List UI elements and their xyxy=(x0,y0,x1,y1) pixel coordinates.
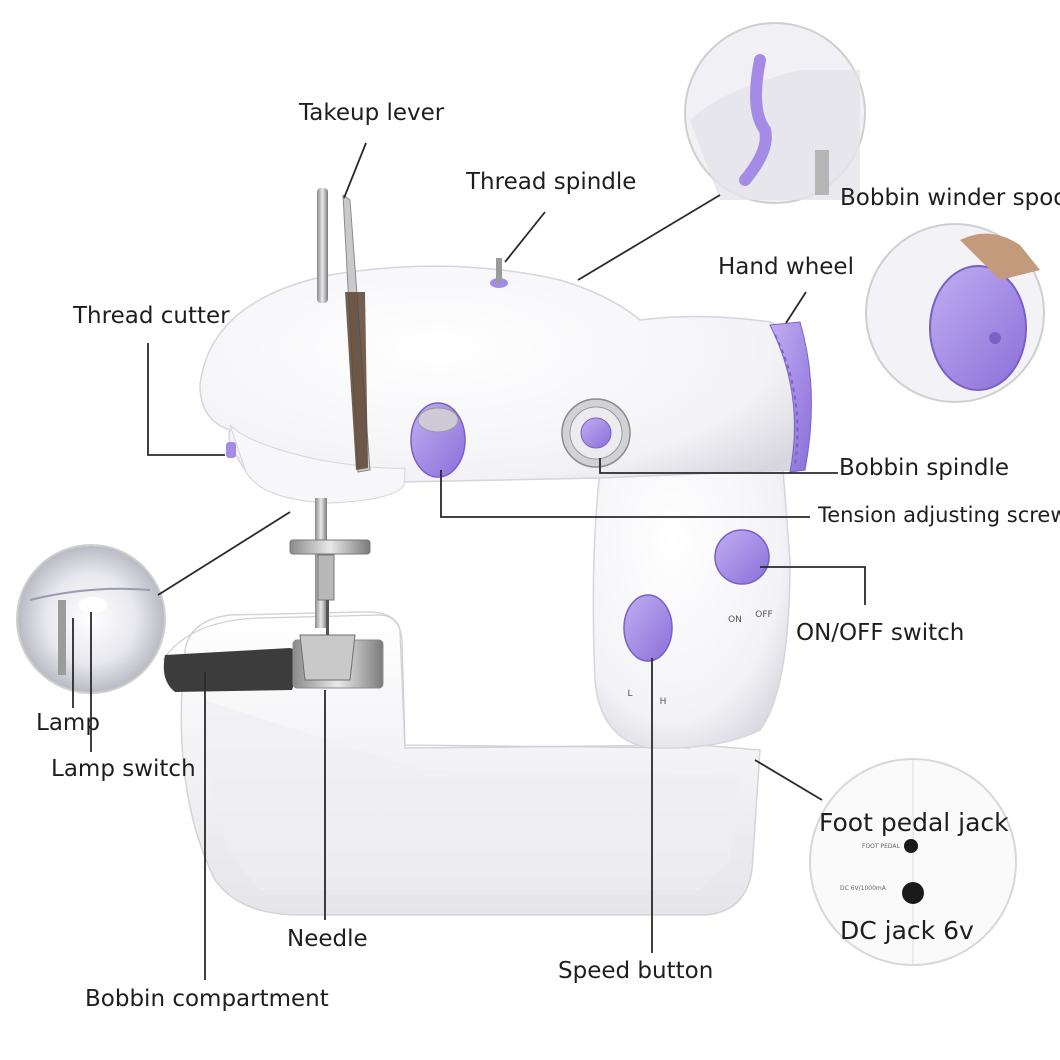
leader-thread-cutter xyxy=(147,343,225,456)
label-takeup-lever: Takeup lever xyxy=(299,100,445,126)
mark-low: L xyxy=(627,689,632,699)
leader-takeup xyxy=(343,142,367,199)
leader-lines xyxy=(72,142,866,980)
on-off-switch-button[interactable] xyxy=(714,529,770,585)
foot-pedal-small-text: FOOT PEDAL xyxy=(862,843,900,850)
label-bobbin-compartment: Bobbin compartment xyxy=(85,986,329,1012)
spool-pin xyxy=(317,188,328,303)
lamp-switch-on-body xyxy=(226,442,236,458)
hand-wheel[interactable] xyxy=(769,321,812,473)
label-thread-cutter: Thread cutter xyxy=(73,303,230,329)
dc-small-text: DC 6V/1000mA xyxy=(840,885,887,892)
label-lamp: Lamp xyxy=(36,710,100,736)
label-speed-button: Speed button xyxy=(558,958,714,984)
label-thread-spindle: Thread spindle xyxy=(466,169,637,195)
label-lamp-switch: Lamp switch xyxy=(51,756,196,782)
foot-pedal-jack-hole xyxy=(904,839,918,853)
label-foot-pedal-jack: Foot pedal jack xyxy=(819,808,1009,837)
base-front-shadow xyxy=(204,700,740,890)
leader-jacks xyxy=(754,759,823,801)
takeup-lever-slot xyxy=(345,292,368,470)
leader-bobbin-winder xyxy=(577,194,721,281)
leader-lamp-zoom xyxy=(157,511,291,596)
leader-bobbin-spindle xyxy=(599,458,838,474)
bobbin-spindle-wheel[interactable] xyxy=(561,398,631,468)
label-needle: Needle xyxy=(287,926,368,952)
label-dc-jack: DC jack 6v xyxy=(840,916,974,945)
leader-on-off xyxy=(760,566,866,605)
mark-high: H xyxy=(660,697,667,707)
zoom-jacks: FOOT PEDAL DC 6V/1000mA xyxy=(809,758,1017,966)
tension-knob[interactable] xyxy=(410,402,466,478)
leader-tension xyxy=(440,470,810,518)
dc-jack-hole xyxy=(902,882,924,904)
head-front xyxy=(229,424,406,504)
leader-thread-spindle xyxy=(504,211,546,263)
label-tension-screw: Tension adjusting screw xyxy=(818,503,1060,527)
presser-foot xyxy=(289,498,371,681)
label-hand-wheel: Hand wheel xyxy=(718,254,854,280)
mark-on: ON xyxy=(728,615,742,625)
label-bobbin-spindle: Bobbin spindle xyxy=(839,455,1010,481)
machine: ON OFF L H xyxy=(162,188,812,916)
bed-plate-black xyxy=(163,648,300,692)
label-on-off-switch: ON/OFF switch xyxy=(796,620,965,646)
machine-pillar xyxy=(592,429,791,749)
speed-switch-button[interactable] xyxy=(623,594,673,662)
zoom-hand-wheel xyxy=(865,223,1045,403)
zoom-bobbin-winder xyxy=(684,22,866,204)
leader-hand-wheel xyxy=(785,291,807,324)
mark-off: OFF xyxy=(755,610,772,620)
label-bobbin-winder: Bobbin winder spoo xyxy=(840,185,1060,211)
